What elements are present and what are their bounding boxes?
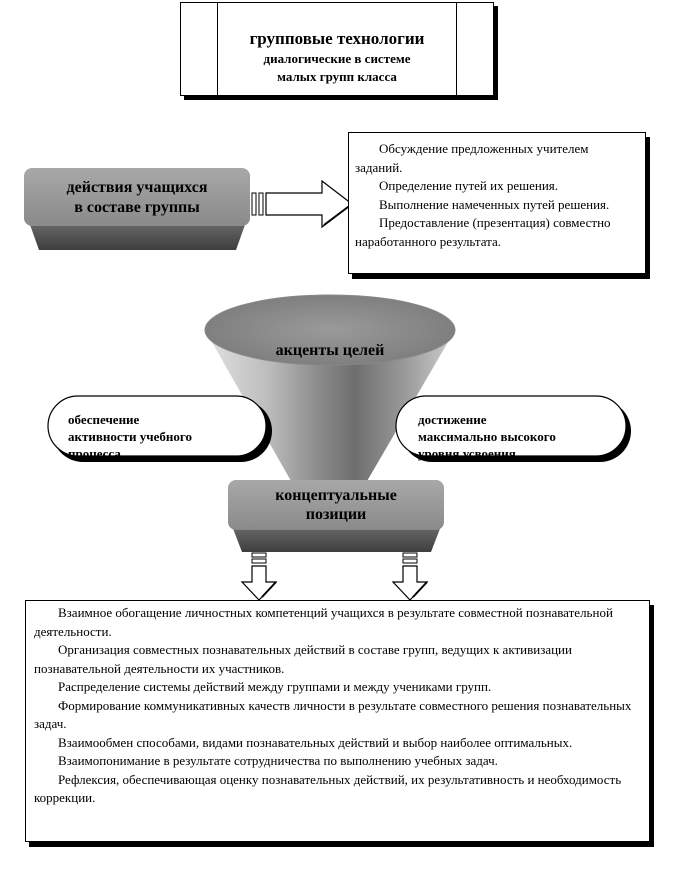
- down-arrow-left-icon: [242, 553, 276, 600]
- title-main: групповые технологии: [181, 29, 493, 49]
- student-actions-label-line2: в составе группы: [24, 198, 250, 217]
- actions-list-box: Обсуждение предложенных учителем заданий…: [348, 132, 646, 274]
- actions-list-item: Предоставление (презентация) совместно н…: [355, 214, 639, 251]
- positions-list-item: Взаимообмен способами, видами познавател…: [34, 734, 643, 753]
- positions-list-box: Взаимное обогащение личностных компетенц…: [25, 600, 650, 842]
- goal-right-line1: достижение: [418, 411, 556, 428]
- positions-list-item: Взаимное обогащение личностных компетенц…: [34, 604, 643, 641]
- goal-left-line3: процесса: [68, 445, 192, 462]
- actions-list-item: Определение путей их решения.: [355, 177, 639, 196]
- conceptual-label: концептуальные позиции: [228, 486, 444, 526]
- goal-right-line2: максимально высокого: [418, 428, 556, 445]
- positions-list-item: Формирование коммуникативных качеств лич…: [34, 697, 643, 734]
- title-subline-1: диалогические в системе: [181, 51, 493, 67]
- positions-list-item: Взаимопонимание в результате сотрудничес…: [34, 752, 643, 771]
- conceptual-label-line2: позиции: [228, 505, 444, 524]
- title-box: групповые технологии диалогические в сис…: [180, 2, 494, 96]
- goal-right-text: достижение максимально высокого уровня у…: [418, 411, 556, 462]
- title-subline-2: малых групп класса: [181, 69, 493, 85]
- goal-left-line1: обеспечение: [68, 411, 192, 428]
- goal-left-line2: активности учебного: [68, 428, 192, 445]
- student-actions-label: действия учащихся в составе группы: [24, 178, 250, 218]
- goal-left-text: обеспечение активности учебного процесса: [68, 411, 192, 462]
- positions-list-item: Рефлексия, обеспечивающая оценку познава…: [34, 771, 643, 808]
- actions-list-item: Обсуждение предложенных учителем заданий…: [355, 140, 639, 177]
- goal-right-line3: уровня усвоения: [418, 445, 556, 462]
- funnel-label: акценты целей: [205, 342, 455, 360]
- down-arrow-right-icon: [393, 553, 427, 600]
- student-actions-label-line1: действия учащихся: [24, 178, 250, 197]
- positions-list-item: Распределение системы действий между гру…: [34, 678, 643, 697]
- actions-list-item: Выполнение намеченных путей решения.: [355, 196, 639, 215]
- conceptual-label-line1: концептуальные: [228, 486, 444, 505]
- positions-list-item: Организация совместных познавательных де…: [34, 641, 643, 678]
- right-arrow-icon: [252, 181, 352, 227]
